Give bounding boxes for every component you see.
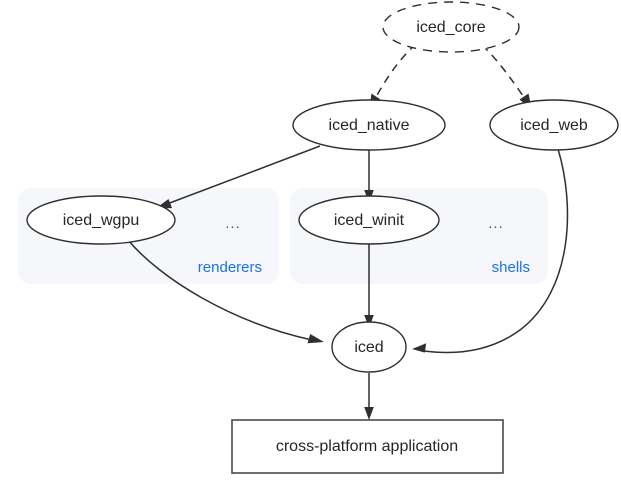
arrowhead-application: [364, 407, 374, 420]
node-cross-platform-application-shape[interactable]: [231, 419, 504, 474]
node-iced-core[interactable]: iced_core: [382, 1, 520, 53]
cluster-shells-label: shells: [492, 259, 530, 276]
node-iced-winit-label: iced_winit: [334, 212, 405, 229]
node-iced-label: iced: [354, 339, 383, 356]
node-iced-native[interactable]: iced_native: [292, 99, 446, 151]
arrowhead-iced-from-web: [412, 343, 427, 353]
node-cross-platform-application-label: cross-platform application: [276, 438, 458, 455]
node-iced-winit-shape[interactable]: [298, 195, 440, 245]
node-iced-core-label: iced_core: [416, 19, 485, 36]
node-renderers-more-label: ...: [225, 215, 241, 232]
node-iced-wgpu-shape[interactable]: [26, 195, 176, 245]
arrowhead-iced-from-wgpu: [307, 334, 324, 344]
node-iced-native-shape[interactable]: [292, 99, 446, 151]
node-iced-web-label: iced_web: [520, 117, 588, 134]
edge-iced-core-to-iced-web: [481, 44, 532, 110]
node-iced-web-shape[interactable]: [489, 99, 619, 151]
node-iced-wgpu[interactable]: iced_wgpu: [26, 195, 176, 245]
node-iced-wgpu-label: iced_wgpu: [63, 212, 140, 229]
node-iced-winit[interactable]: iced_winit: [298, 195, 440, 245]
node-iced-native-label: iced_native: [329, 117, 410, 134]
node-iced[interactable]: iced: [331, 321, 407, 373]
node-iced-web[interactable]: iced_web: [489, 99, 619, 151]
edge-iced-wgpu-to-iced: [127, 239, 324, 344]
edge-iced-web-to-iced: [412, 148, 569, 354]
node-iced-shape[interactable]: [331, 321, 407, 373]
node-iced-core-shape[interactable]: [382, 1, 520, 53]
edge-iced-to-application: [364, 373, 374, 420]
node-shells-more-label: ...: [488, 215, 504, 232]
node-cross-platform-application[interactable]: cross-platform application: [231, 419, 504, 474]
cluster-renderers-label: renderers: [198, 259, 262, 276]
